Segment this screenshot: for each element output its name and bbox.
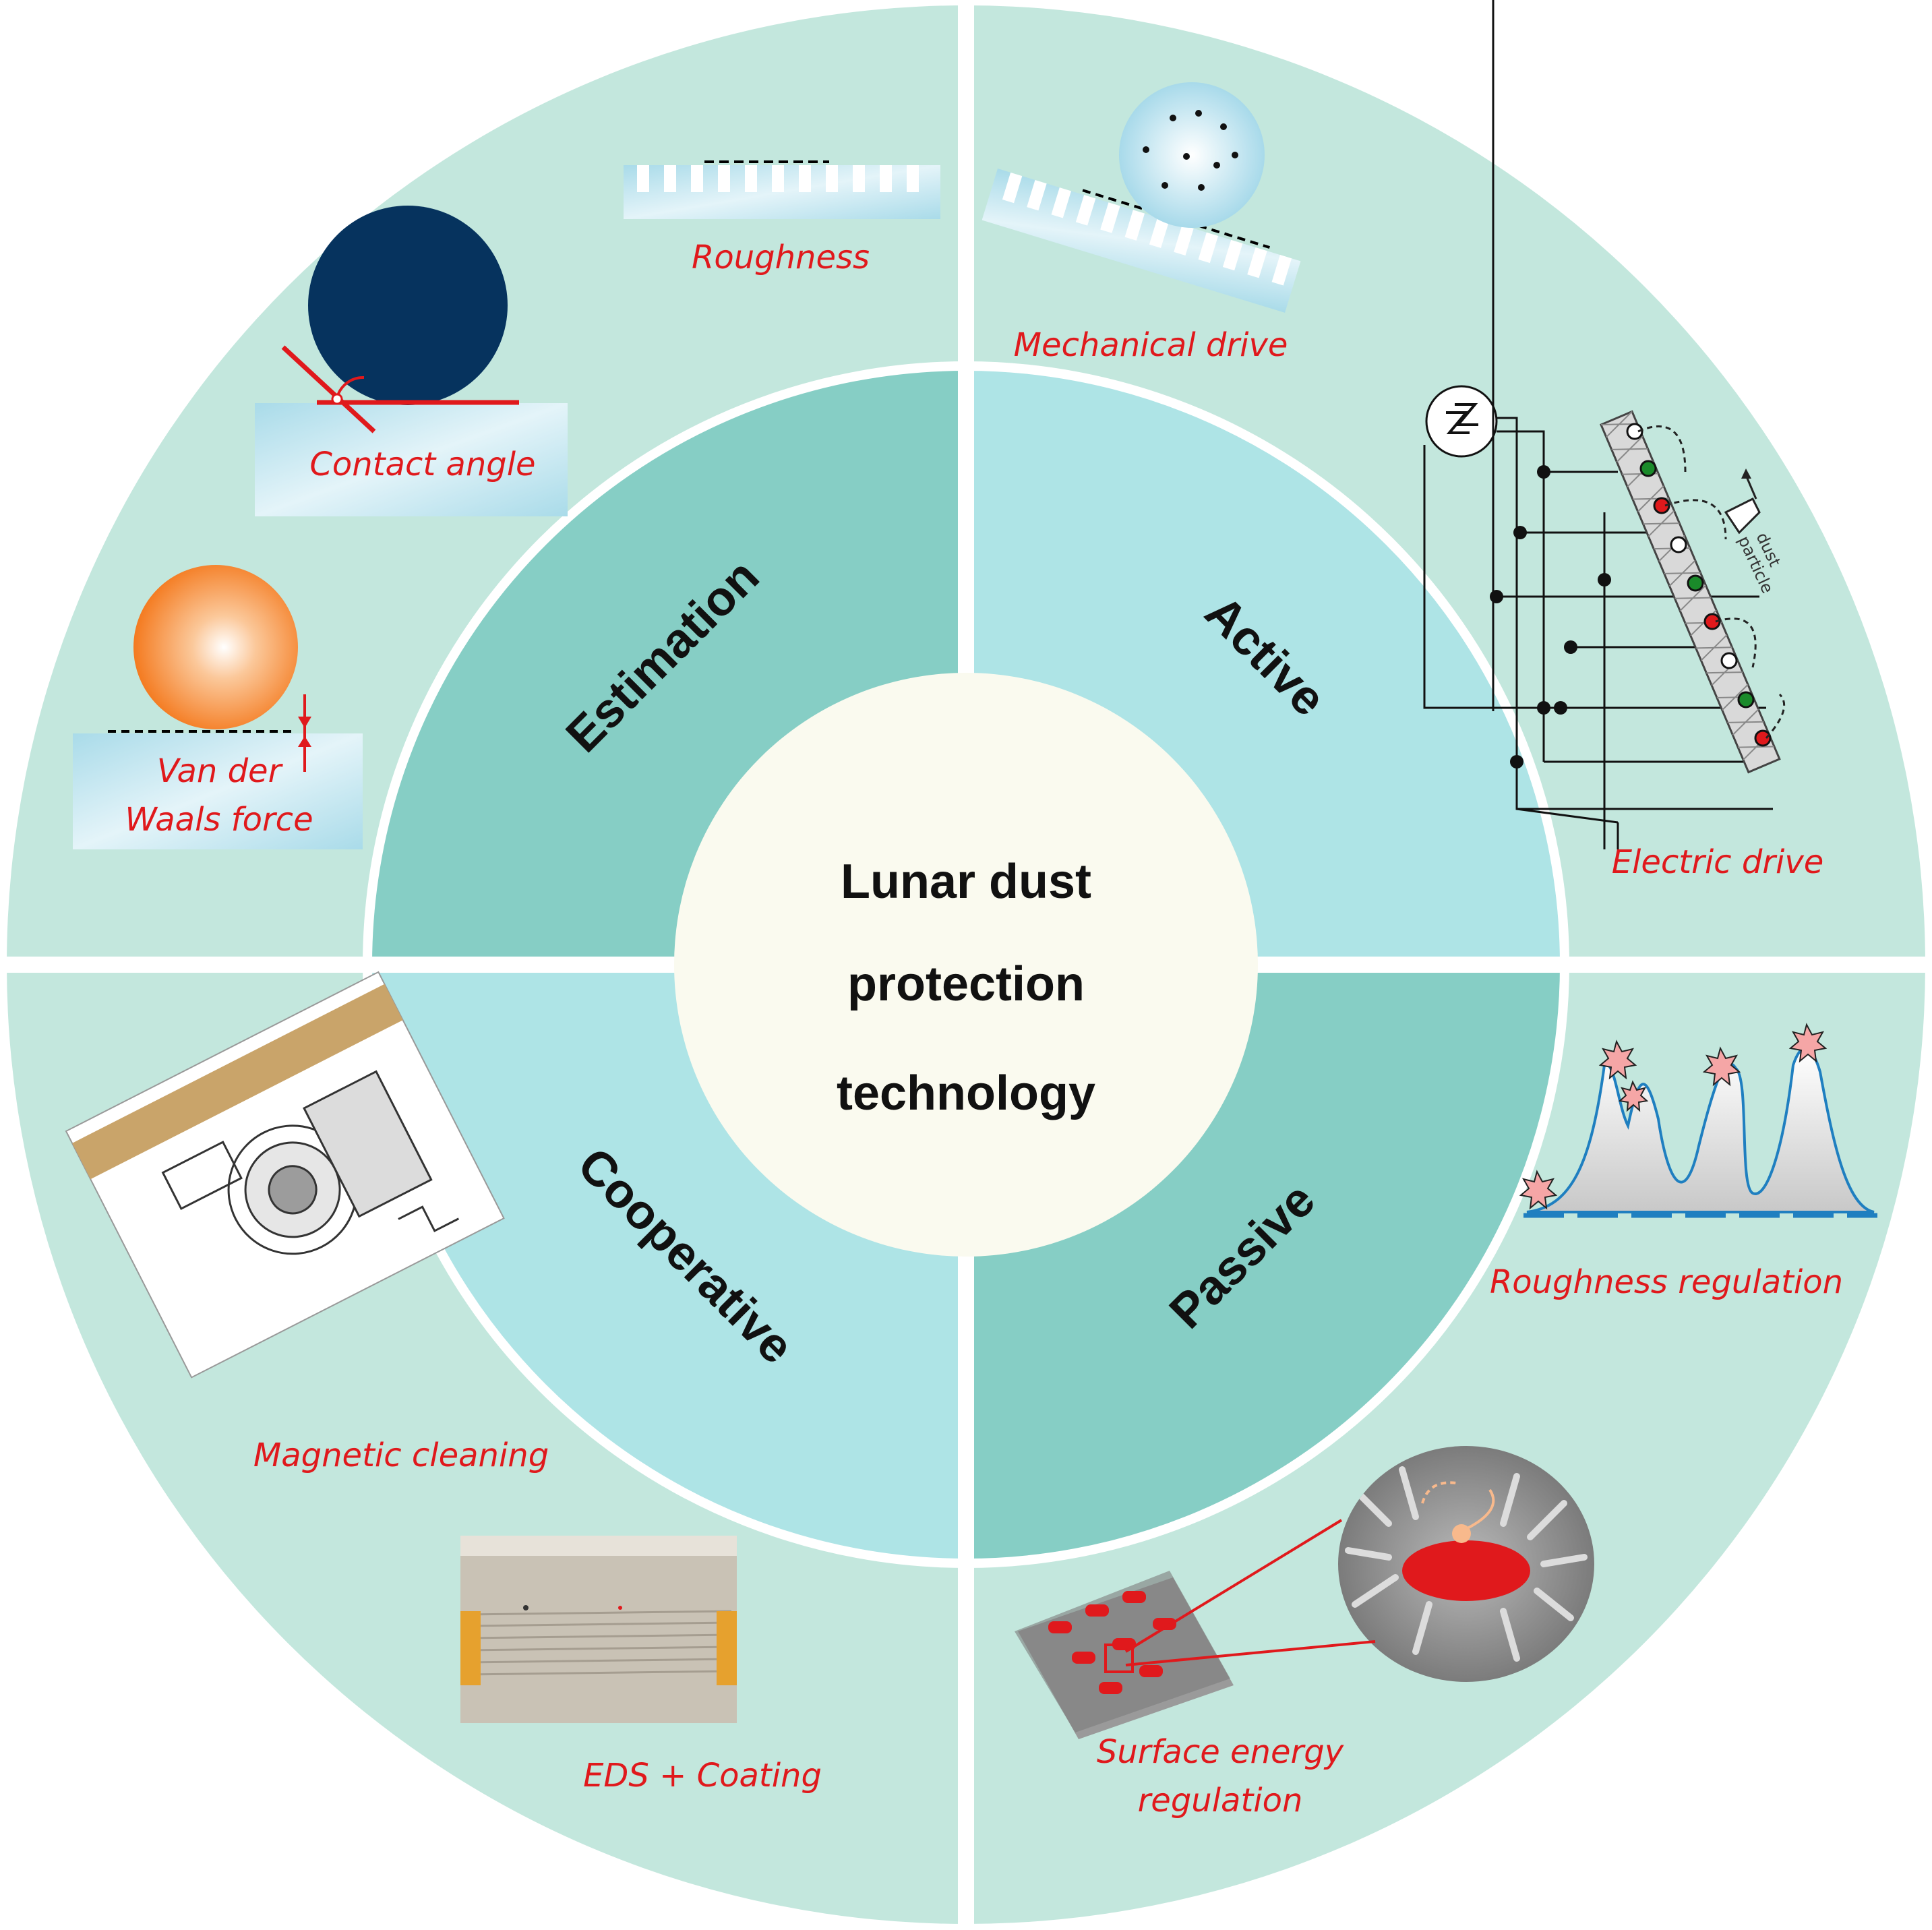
roughness-illustration	[624, 160, 940, 219]
label-contact-angle: Contact angle	[309, 446, 535, 483]
center-circle	[674, 673, 1258, 1257]
eds-coating-photo	[460, 1536, 737, 1723]
label-surface-energy-line1: Surface energy	[1097, 1733, 1344, 1771]
label-roughness: Roughness	[692, 239, 870, 276]
roughness-regulation-illustration	[1519, 1023, 1877, 1218]
mechanical-drive-illustration	[982, 82, 1301, 313]
label-surface-energy-line2: regulation	[1138, 1782, 1303, 1819]
magnetic-cleaning-illustration	[65, 971, 505, 1379]
label-roughness-regulation: Roughness regulation	[1490, 1263, 1843, 1301]
label-vdw-line2: Waals force	[125, 801, 313, 839]
electric-drive-nodes	[1490, 423, 1786, 768]
surface-energy-illustration	[1015, 1446, 1594, 1739]
label-vdw-line1: Van der	[157, 752, 284, 790]
van-der-waals-illustration	[73, 565, 363, 849]
label-mechanical-drive: Mechanical drive	[1014, 326, 1288, 364]
label-eds-coating: EDS + Coating	[583, 1757, 822, 1795]
contact-angle-illustration	[255, 206, 568, 516]
label-magnetic-cleaning: Magnetic cleaning	[253, 1437, 549, 1474]
center-title-line2: protection	[847, 957, 1085, 1011]
label-electric-drive: Electric drive	[1612, 843, 1824, 881]
center-title-line1: Lunar dust	[841, 855, 1091, 909]
center-title-line3: technology	[837, 1066, 1095, 1120]
electric-drive-illustration	[1423, 0, 1781, 849]
